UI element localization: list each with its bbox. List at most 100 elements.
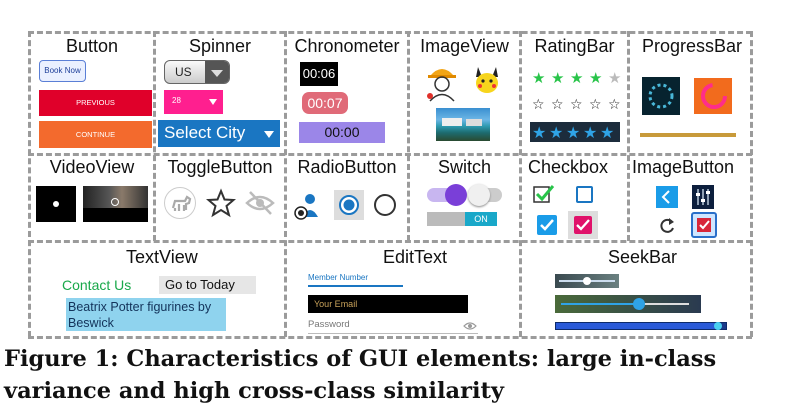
chronometer-display: 00:00 [299,122,385,143]
refresh-icon[interactable] [657,216,677,236]
cell-title: RatingBar [534,36,615,56]
switch-on[interactable] [427,184,467,206]
checkbox-checked-pink[interactable] [568,211,598,239]
svg-text:★: ★ [570,70,583,86]
cell-title: ImageButton [632,157,735,177]
previous-button[interactable]: PREVIOUS [39,90,152,116]
grid-line [284,31,287,337]
radio-selected[interactable] [334,190,364,220]
svg-text:★: ★ [532,70,545,86]
toggle-dog[interactable] [164,187,196,219]
vote-button[interactable] [691,212,717,238]
beatrix-text: Beatrix Potter figurines by Beswick [66,298,226,331]
cell-title: Spinner [188,36,252,56]
cell-checkbox: Checkbox [522,156,627,240]
cell-seekbar: SeekBar [522,243,750,336]
contact-text: Contact Us [62,277,132,293]
beach-image [436,108,490,141]
person-radio-icon[interactable] [294,191,322,221]
switch-off[interactable] [468,184,502,206]
figure-caption: Figure 1: Characteristics of GUI element… [4,346,717,404]
cell-chronometer: Chronometer 00:06 00:07 00:00 [287,34,407,153]
cell-progressbar: ProgressBar [630,34,750,153]
cell-videoview: VideoView [31,156,153,240]
cell-title: RadioButton [297,157,397,177]
continue-button[interactable]: CONTINUE [39,121,152,148]
chronometer-display: 00:06 [300,62,338,86]
cell-textview: TextView Contact Us Go to Today Beatrix … [31,243,284,336]
eye-icon[interactable] [463,321,477,331]
cell-spinner: Spinner US 28 Select City [156,34,284,153]
equalizer-icon [696,189,710,205]
grid-line [407,31,410,241]
grid-line [627,31,630,241]
cell-title: Switch [437,157,491,177]
grid-line [519,31,522,337]
email-field[interactable]: Your Email [308,295,468,313]
cell-title: ToggleButton [167,157,273,177]
cell-title: Checkbox [528,157,609,177]
cell-switch: Switch ON [410,156,519,240]
chevron-down-icon [209,99,217,105]
progress-spinner [642,77,680,115]
progress-ring [694,78,732,114]
rating-bar-outline[interactable]: ☆☆☆☆☆ [530,96,626,112]
dog-icon [171,195,192,211]
grid-line [28,31,31,337]
spinner-value: 28 [172,96,181,105]
svg-text:☆: ☆ [589,97,602,112]
cell-title: SeekBar [608,247,678,267]
video-player[interactable] [36,186,76,222]
seekbar-thumb[interactable] [555,274,619,288]
spinner-value: Select City [164,123,246,142]
checkbox-checked-icon[interactable] [532,183,556,205]
checkbox-unchecked-icon[interactable] [575,185,595,205]
video-player[interactable] [83,186,148,222]
password-field[interactable]: Password [308,319,478,334]
radio-unselected[interactable] [373,193,397,217]
chronometer-display: 00:07 [302,92,348,114]
member-number-field[interactable]: Member Number [308,273,403,287]
rating-bar-green[interactable]: ★ ★ ★ ★ ★ [530,70,626,86]
svg-text:★: ★ [566,123,580,142]
progress-bar [640,133,736,137]
back-button[interactable] [656,186,678,208]
cell-imagebutton: ImageButton [630,156,750,240]
spinner-value: US [175,65,192,79]
svg-text:☆: ☆ [532,97,545,112]
seekbar[interactable] [555,295,701,313]
svg-text:★: ★ [589,70,602,86]
chevron-down-icon [205,61,229,83]
worker-icon [427,69,456,102]
checkbox-checked-icon[interactable] [537,215,557,235]
cell-title: ImageView [420,36,509,56]
cell-title: Chronometer [294,36,400,56]
star-icon[interactable] [206,188,236,218]
cell-imageview: ImageView [410,34,519,153]
cell-radiobutton: RadioButton [287,156,407,240]
ballot-icon [697,218,711,232]
city-spinner[interactable]: Select City [158,120,280,147]
cell-edittext: EditText Member Number Your Email Passwo… [287,243,519,336]
rating-bar-blue[interactable]: ★★★★★ [530,122,620,142]
switch-flat[interactable]: ON [427,212,497,226]
cell-button: Button Book Now PREVIOUS CONTINUE [31,34,153,153]
visibility-off-icon[interactable] [244,187,276,219]
cell-title: VideoView [49,157,135,177]
svg-text:★: ★ [608,70,621,86]
goto-text: Go to Today [159,276,256,294]
grid-line [750,31,753,337]
country-spinner[interactable]: US [164,60,230,84]
svg-text:☆: ☆ [608,97,621,112]
svg-text:☆: ☆ [551,97,564,112]
book-now-button[interactable]: Book Now [39,60,86,82]
seekbar-progress[interactable] [555,322,727,330]
cell-ratingbar: RatingBar ★★ ★★ ★ ☆☆☆☆☆ ★★★★★ [522,34,627,153]
svg-text:★: ★ [551,70,564,86]
grid-line [28,240,752,243]
number-spinner[interactable]: 28 [164,90,223,114]
grid-line [28,31,752,34]
switch-on-label: ON [465,212,497,226]
equalizer-button[interactable] [692,185,714,209]
svg-text:★: ★ [532,123,546,142]
